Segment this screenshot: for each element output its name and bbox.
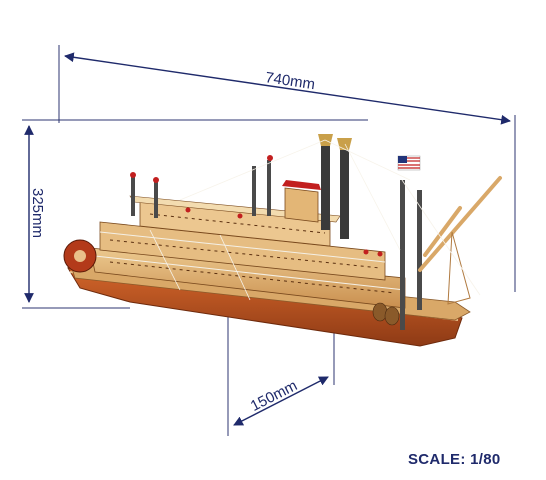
dimension-arrows <box>24 52 511 426</box>
width-label: 150mm <box>248 377 300 415</box>
length-arrow <box>64 52 511 125</box>
length-label: 740mm <box>264 69 316 93</box>
steamboat-model-illustration <box>63 134 502 347</box>
width-arrow <box>233 376 329 426</box>
height-label: 325mm <box>29 188 46 238</box>
scale-label: SCALE: 1/80 <box>408 451 501 468</box>
